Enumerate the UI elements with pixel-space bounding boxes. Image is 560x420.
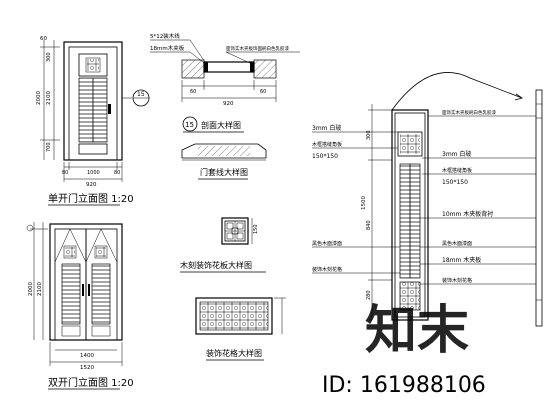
leaf-side-strip [535,89,543,327]
leaf-label-right-a: 黑色木面漆面 [442,240,472,247]
leaf-label-18mm: 18mm 木夹板 [442,256,481,264]
single-dim-300: 300 [46,52,52,62]
door-line-profile [181,143,267,159]
single-dim-60: 60 [40,36,47,42]
single-door-leaf [68,46,118,161]
watermark-brand: 知末 [365,301,469,361]
door-leaf-detail: 300 1500 840 280 3mm 白玻 木框搭缝角板 150*150 黑… [312,72,543,327]
leaf-dim-280: 280 [366,290,372,300]
single-door-carving [85,57,101,73]
section-note-top: 5*12装木线 [150,32,180,40]
leaf-label-3mm-left: 3mm 白玻 [312,124,341,132]
double-door-right-carving [94,245,108,259]
door-leaf-body [391,109,429,321]
carved-panel-pattern [225,221,245,241]
leaf-label-left-a: 黑色木面漆面 [312,240,342,247]
double-door-left-handle [82,284,84,296]
double-dim-2100: 2100 [37,282,43,296]
single-door-kick-panel [78,143,108,155]
single-dim-2100: 2100 [46,91,52,105]
leaf-label-wood-right: 木框搭缝角板 [442,167,472,174]
door-line-detail: 门套线大样图 [181,143,267,180]
single-door-handle [108,104,111,114]
single-door-callout-number: 15 [137,91,145,98]
double-door-elevation: 2000 2100 1400 1520 双开门立面图 1:20 [26,222,134,390]
door-leaf-arch [391,72,523,111]
lattice-detail: 装饰花格大样图 [195,297,286,361]
single-dim-bottom-left: 80 [62,170,68,176]
single-dim-total: 920 [86,182,97,188]
double-door-left-louver [61,263,81,325]
single-door-carving-pattern [87,59,99,71]
double-dim-2000: 2000 [28,282,34,296]
single-door-top-panel [78,53,108,77]
carved-panel-outer [221,217,249,245]
watermark-id: ID: 161988106 [322,373,486,398]
door-leaf-top-carving [397,131,423,157]
double-door-right-handle [88,284,90,296]
leaf-label-3mm-right: 3mm 白玻 [442,150,471,158]
section-dim-left: 60 [190,89,196,95]
single-dim-2000: 2000 [36,91,42,105]
section-wall-right [253,59,277,79]
leaf-label-left-b: 装饰木刻花格 [312,266,342,273]
single-dim-bottom-mid: 1000 [87,170,100,176]
leaf-dim-840: 840 [366,220,372,230]
leaf-label-wood-left: 木框搭缝角板 [312,141,342,148]
double-dim-1400: 1400 [80,353,94,359]
section-note-mid: 18mm木夹板 [150,44,185,52]
lattice-frame [195,297,273,335]
leaf-label-size-left: 150*150 [312,153,338,160]
double-door-right-louver [91,263,111,325]
carved-panel-dim: 150 [253,224,259,234]
door-line-title: 门套线大样图 [200,167,248,177]
section-title: 剖面大样图 [201,120,241,130]
single-dim-bottom-right: 80 [114,170,120,176]
leaf-dim-300: 300 [366,130,372,140]
section-detail: 5*12装木线 18mm木夹板 面饰实木夹板饰面刷白色乳胶漆 60 60 920… [150,32,300,133]
watermark: 知末 ID: 161988106 [322,301,486,398]
section-callout [182,116,198,132]
leaf-label-right-b: 装饰木刻花格 [442,277,472,284]
single-door-title: 单开门立面图 1:20 [48,192,134,205]
section-wall-left [181,59,205,79]
double-door-left-carving [63,245,77,259]
carved-panel-title: 木刻装饰花板大样图 [180,260,252,270]
lattice-pattern [199,301,269,331]
leaf-label-top: 面饰实木夹板刷白色乳胶漆 [442,109,496,116]
carved-panel-detail: 150 木刻装饰花板大样图 [180,217,266,273]
double-door-right-leaf [85,228,118,341]
double-dim-1520: 1520 [80,365,94,371]
single-door-elevation: 60 2000 2100 300 700 80 1000 80 920 15 单… [36,36,150,206]
section-note-right: 面饰实木夹板饰面刷白色乳胶漆 [226,45,289,52]
section-callout-number: 15 [185,121,194,129]
section-door-leaf [203,61,255,73]
section-dim-right: 60 [260,89,266,95]
leaf-dim-1500: 1500 [361,196,367,210]
door-leaf-bottom-band [399,281,421,311]
double-door-title: 双开门立面图 1:20 [48,376,134,389]
lattice-title: 装饰花格大样图 [206,348,262,358]
section-dim-total: 920 [223,101,234,107]
leaf-label-10mm: 10mm 木夹板背衬 [442,210,493,218]
single-dim-700: 700 [46,142,52,152]
leaf-label-size-right: 150*150 [442,179,468,186]
